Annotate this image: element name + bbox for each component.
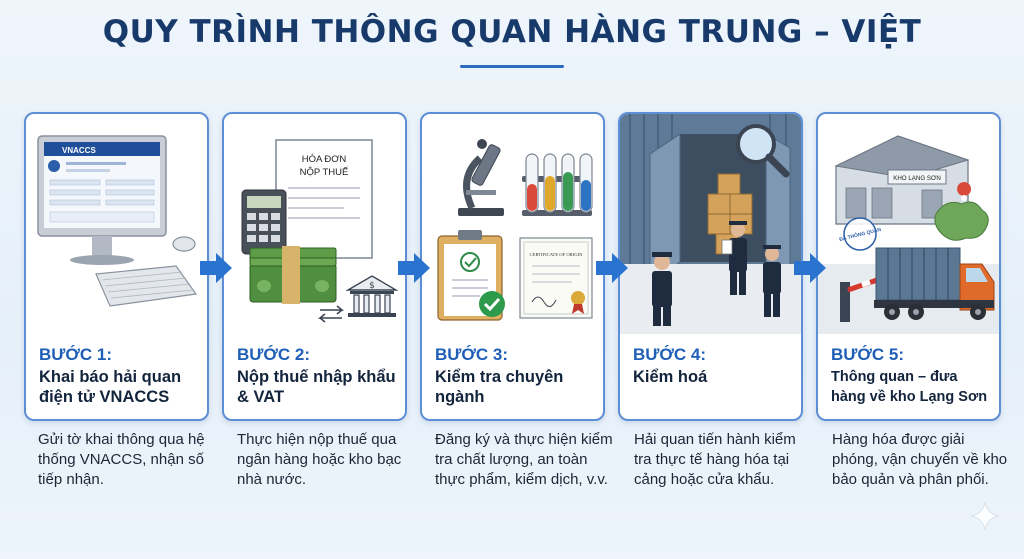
step-card-1: VNACCS BƯỚC 1: Khai báo hải quan điện tử… (24, 112, 209, 421)
page-title: QUY TRÌNH THÔNG QUAN HÀNG TRUNG – VIỆT (0, 14, 1024, 50)
certificate-text: CERTIFICATE OF ORIGIN (530, 252, 583, 257)
doc-line-1: HÓA ĐƠN (302, 154, 347, 165)
step-card-5: KHO LẠNG SƠN ĐÃ THÔNG QUAN (816, 112, 1001, 421)
step-title: Khai báo hải quan điện tử VNACCS (39, 367, 199, 407)
step-description-1: Gửi tờ khai thông qua hệ thống VNACCS, n… (38, 430, 216, 490)
title-underline (460, 65, 564, 68)
warehouse-sign: KHO LẠNG SƠN (893, 175, 941, 182)
computer-vnaccs-icon: VNACCS (26, 114, 207, 334)
lab-inspection-icon: CERTIFICATE OF ORIGIN (422, 114, 603, 334)
arrow-right-icon (396, 250, 432, 286)
step-description-4: Hải quan tiến hành kiểm tra thực tế hàng… (634, 430, 812, 490)
container-inspection-icon (620, 114, 801, 334)
step-label: BƯỚC 1: (39, 345, 112, 365)
arrow-right-icon (198, 250, 234, 286)
step-description-5: Hàng hóa được giải phóng, vận chuyển về … (832, 430, 1010, 490)
step-title: Nộp thuế nhập khẩu & VAT (237, 367, 397, 407)
tax-payment-icon: HÓA ĐƠN NỘP THUẾ $ (224, 114, 405, 334)
dollar-sign-icon: $ (369, 281, 375, 291)
sparkle-icon (970, 501, 1000, 531)
doc-line-2: NỘP THUẾ (300, 167, 349, 178)
step-label: BƯỚC 5: (831, 345, 904, 365)
step-card-3: CERTIFICATE OF ORIGIN BƯỚC 3: Kiểm tra c… (420, 112, 605, 421)
warehouse-truck-icon: KHO LẠNG SƠN ĐÃ THÔNG QUAN (818, 114, 999, 334)
arrow-right-icon (594, 250, 630, 286)
step-label: BƯỚC 3: (435, 345, 508, 365)
step-description-3: Đăng ký và thực hiện kiểm tra chất lượng… (435, 430, 613, 490)
step-title: Thông quan – đưa hàng về kho Lạng Sơn (831, 367, 991, 407)
step-title: Kiểm hoá (633, 367, 793, 387)
screen-title: VNACCS (62, 146, 96, 155)
arrow-right-icon (792, 250, 828, 286)
step-label: BƯỚC 4: (633, 345, 706, 365)
step-card-4: BƯỚC 4: Kiểm hoá (618, 112, 803, 421)
step-title: Kiểm tra chuyên ngành (435, 367, 595, 407)
step-label: BƯỚC 2: (237, 345, 310, 365)
step-description-2: Thực hiện nộp thuế qua ngân hàng hoặc kh… (237, 430, 415, 490)
step-card-2: HÓA ĐƠN NỘP THUẾ $ (222, 112, 407, 421)
